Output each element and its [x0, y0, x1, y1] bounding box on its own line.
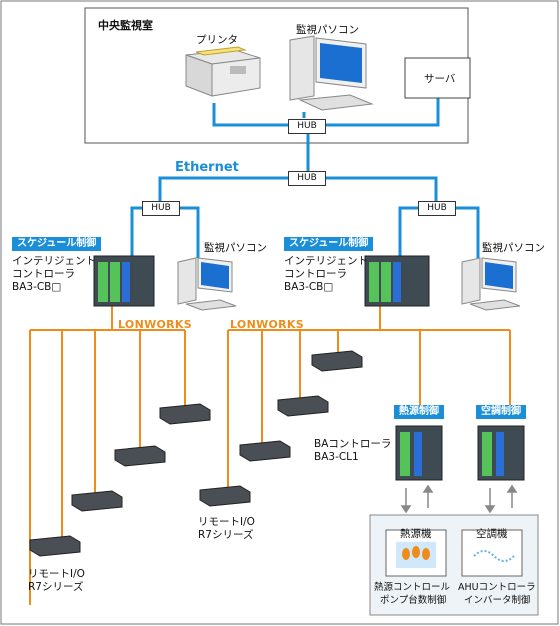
lonworks-lines: [29, 305, 511, 605]
aircon-box-title: 空調機: [476, 528, 508, 540]
right-pc-icon: [461, 257, 521, 311]
aircon-caption-1: AHUコントローラ: [458, 582, 536, 593]
aircon-box: [461, 529, 523, 577]
right-controller-line3: BA3-CB□: [284, 281, 334, 293]
right-controller-icon: [364, 255, 430, 307]
signal-arrows: [400, 484, 518, 514]
remote-io-module: [239, 440, 291, 462]
remote-io-mid-line1: リモートI/O: [198, 516, 255, 528]
left-controller-line2: コントローラ: [12, 268, 75, 280]
server-label: サーバ: [424, 73, 456, 85]
right-lonworks-label: LONWORKS: [230, 318, 304, 331]
remote-io-module: [29, 535, 81, 557]
remote-io-mid-line2: R7シリーズ: [198, 529, 254, 541]
left-controller-line3: BA3-CB□: [12, 281, 62, 293]
right-controller-line1: インテリジェント: [284, 255, 368, 267]
remote-io-module: [311, 350, 363, 372]
heat-source-caption-2: ポンプ台数制御: [380, 595, 447, 606]
central-room-title: 中央監視室: [98, 19, 153, 32]
hub-right: HUB: [418, 201, 456, 216]
hub-top: HUB: [288, 119, 326, 134]
left-controller-line1: インテリジェント: [12, 255, 96, 267]
aircon-caption-2: インバータ制御: [464, 595, 531, 606]
remote-io-module: [159, 403, 211, 425]
central-pc-icon: [289, 35, 374, 111]
remote-io-module: [277, 395, 329, 417]
left-lonworks-label: LONWORKS: [118, 318, 192, 331]
printer-label: プリンタ: [196, 34, 238, 46]
server-box: [404, 57, 471, 99]
heat-source-box-title: 熱源機: [400, 528, 432, 540]
heat-source-flame-icon: [402, 546, 430, 560]
right-pc-label: 監視パソコン: [482, 242, 545, 254]
printer-icon: [185, 46, 261, 97]
heat-source-controller-icon: [395, 425, 443, 481]
left-pc-icon: [177, 257, 237, 311]
left-schedule-tag: スケジュール制御: [12, 237, 102, 251]
ba-controller-line2: BA3-CL1: [314, 451, 359, 463]
ba-controller-line1: BAコントローラ: [314, 438, 392, 450]
remote-io-modules: [29, 350, 363, 557]
hub-left: HUB: [142, 201, 180, 216]
central-room-box: [84, 7, 469, 144]
aircon-tag: 空調制御: [476, 405, 526, 419]
right-schedule-tag: スケジュール制御: [284, 237, 374, 251]
heat-source-caption-1: 熱源コントロール: [374, 582, 451, 593]
aircon-controller-icon: [477, 425, 525, 481]
left-controller-icon: [93, 255, 155, 307]
ethernet-label: Ethernet: [175, 160, 239, 175]
remote-io-left-line1: リモートI/O: [28, 568, 85, 580]
remote-io-left-line2: R7シリーズ: [28, 581, 84, 593]
hub-middle: HUB: [288, 171, 326, 186]
remote-io-module: [199, 485, 251, 507]
central-pc-label: 監視パソコン: [296, 24, 359, 36]
right-controller-line2: コントローラ: [284, 268, 347, 280]
remote-io-module: [71, 490, 123, 512]
remote-io-module: [114, 445, 166, 467]
heat-source-tag: 熱源制御: [394, 405, 444, 419]
left-pc-label: 監視パソコン: [204, 242, 267, 254]
